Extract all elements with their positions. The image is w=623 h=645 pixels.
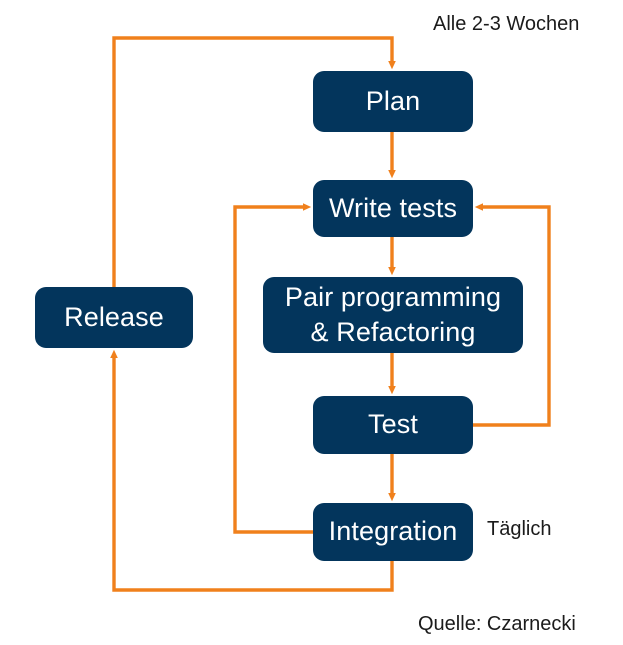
node-plan-label: Plan	[365, 85, 421, 116]
node-pair-label-line2: & Refactoring	[310, 317, 476, 347]
caption-iteration-cadence: Alle 2-3 Wochen	[433, 13, 580, 35]
node-pair-programming-refactoring[interactable]: Pair programming & Refactoring	[263, 277, 523, 353]
node-release[interactable]: Release	[35, 287, 193, 348]
node-integration[interactable]: Integration	[313, 503, 473, 561]
node-pair-label-line1: Pair programming	[284, 282, 502, 313]
node-write-tests-label: Write tests	[328, 192, 458, 223]
edge-integration-to-write-tests-loop	[233, 203, 313, 534]
edge-integration-to-release	[110, 349, 394, 592]
node-test-label: Test	[368, 409, 418, 440]
edge-release-to-plan	[112, 36, 396, 287]
node-plan[interactable]: Plan	[313, 71, 473, 132]
node-write-tests[interactable]: Write tests	[313, 180, 473, 237]
node-test[interactable]: Test	[313, 396, 473, 454]
caption-source: Quelle: Czarnecki	[418, 613, 576, 635]
node-pair-label: Pair programming & Refactoring	[285, 280, 501, 349]
edge-test-to-write-tests-loop	[473, 203, 551, 427]
caption-daily-cadence: Täglich	[487, 518, 552, 540]
node-release-label: Release	[64, 301, 164, 332]
node-integration-label: Integration	[328, 516, 458, 547]
